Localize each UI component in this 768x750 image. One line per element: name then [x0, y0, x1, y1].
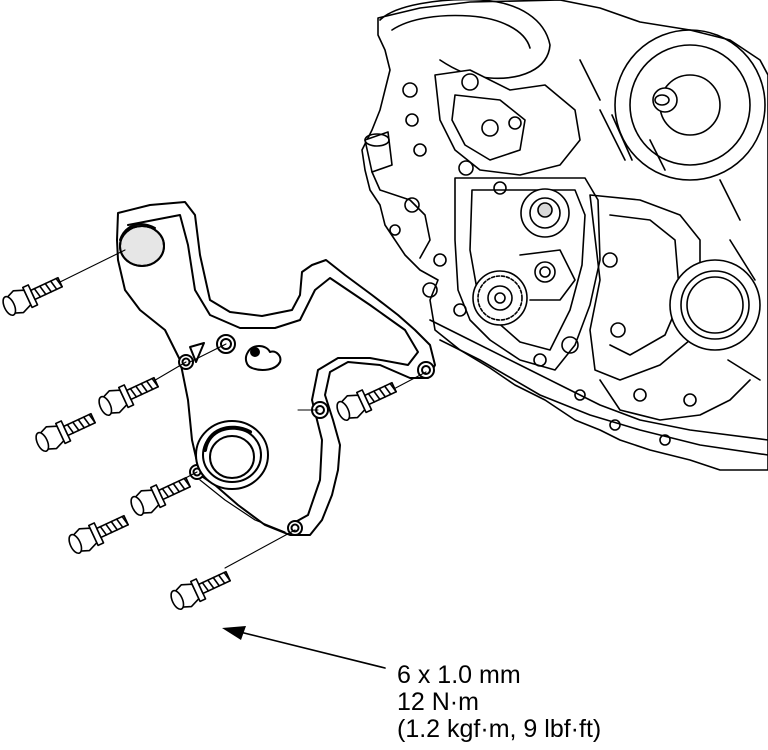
engine-block [361, 0, 768, 471]
flange-bolt-2 [98, 376, 159, 417]
flange-bolt-1 [2, 276, 63, 317]
flange-bolt-7 [170, 570, 231, 611]
bolt-leader-lines [57, 249, 427, 569]
bolt-size-label: 6 x 1.0 mm [397, 661, 521, 689]
flange-bolt-6 [68, 514, 129, 555]
lower-timing-belt-cover [116, 201, 436, 536]
torque-nm-label: 12 N·m [397, 688, 479, 716]
flange-bolt-5 [130, 476, 191, 517]
flange-bolt-3 [35, 412, 96, 453]
callout-arrow [222, 626, 386, 669]
torque-alt-label: (1.2 kgf·m, 9 lbf·ft) [397, 715, 602, 743]
flange-bolt-4 [336, 381, 397, 422]
